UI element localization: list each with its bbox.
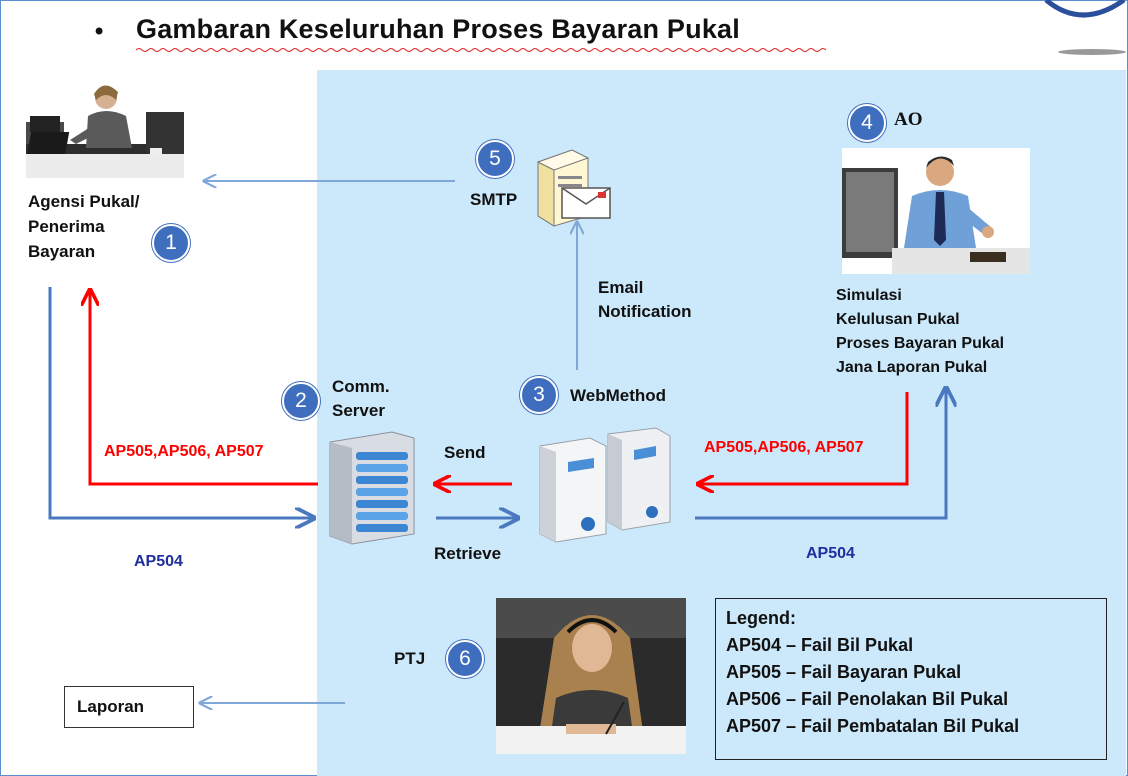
ptj-label: PTJ	[394, 649, 426, 668]
send-label: Send	[444, 443, 486, 462]
agency-label-line1: Agensi Pukal/	[28, 192, 140, 211]
arrow-right-red	[698, 392, 909, 484]
ao-photo	[842, 148, 1030, 274]
right-red-codes: AP505,AP506, AP507	[704, 439, 864, 456]
retrieve-label: Retrieve	[434, 544, 502, 563]
smtp-label: SMTP	[470, 190, 518, 209]
legend-box: Legend: AP504 – Fail Bil Pukal AP505 – F…	[715, 598, 1107, 760]
email-notification-line2: Notification	[598, 302, 692, 321]
left-blue-code: AP504	[134, 553, 183, 570]
arrow-left-red	[90, 290, 318, 486]
comm-server-label-line1: Comm.	[332, 377, 390, 396]
badge-6: 6	[446, 640, 484, 678]
legend-item-ap506: AP506 – Fail Penolakan Bil Pukal	[726, 689, 1009, 709]
comm-server-label-line2: Server	[332, 401, 385, 420]
arrow-right-blue	[695, 388, 946, 520]
comm-server-icon	[329, 431, 415, 545]
title-underline	[136, 48, 826, 52]
webmethod-servers-icon	[539, 427, 671, 543]
agency-label-line2: Penerima	[28, 217, 105, 236]
title-bullet: •	[92, 18, 107, 46]
right-blue-code: AP504	[806, 545, 855, 562]
badge-4: 4	[848, 104, 886, 142]
logo-emblem	[1044, 0, 1126, 55]
legend-item-ap507: AP507 – Fail Pembatalan Bil Pukal	[726, 716, 1020, 736]
badge-1: 1	[152, 224, 190, 262]
left-red-codes: AP505,AP506, AP507	[104, 443, 264, 460]
badge-5: 5	[476, 140, 514, 178]
ao-task-4: Jana Laporan Pukal	[836, 359, 988, 376]
badge-2: 2	[282, 382, 320, 420]
agency-label-line3: Bayaran	[28, 242, 96, 261]
page-title: Gambaran Keseluruhan Proses Bayaran Puka…	[136, 14, 740, 44]
badge-3: 3	[520, 376, 558, 414]
legend-item-ap505: AP505 – Fail Bayaran Pukal	[726, 662, 962, 682]
laporan-box: Laporan	[64, 686, 194, 728]
ao-task-1: Simulasi	[836, 287, 902, 304]
ao-label: AO	[894, 109, 923, 130]
ao-task-2: Kelulusan Pukal	[836, 311, 960, 328]
arrow-left-blue	[48, 287, 314, 518]
legend-item-ap504: AP504 – Fail Bil Pukal	[726, 635, 914, 655]
ao-task-3: Proses Bayaran Pukal	[836, 335, 1005, 352]
agency-photo	[26, 82, 184, 178]
email-notification-line1: Email	[598, 278, 644, 297]
webmethod-label: WebMethod	[570, 386, 667, 405]
ptj-photo	[496, 598, 686, 754]
legend-title: Legend:	[726, 608, 796, 628]
smtp-server-icon	[536, 149, 611, 227]
